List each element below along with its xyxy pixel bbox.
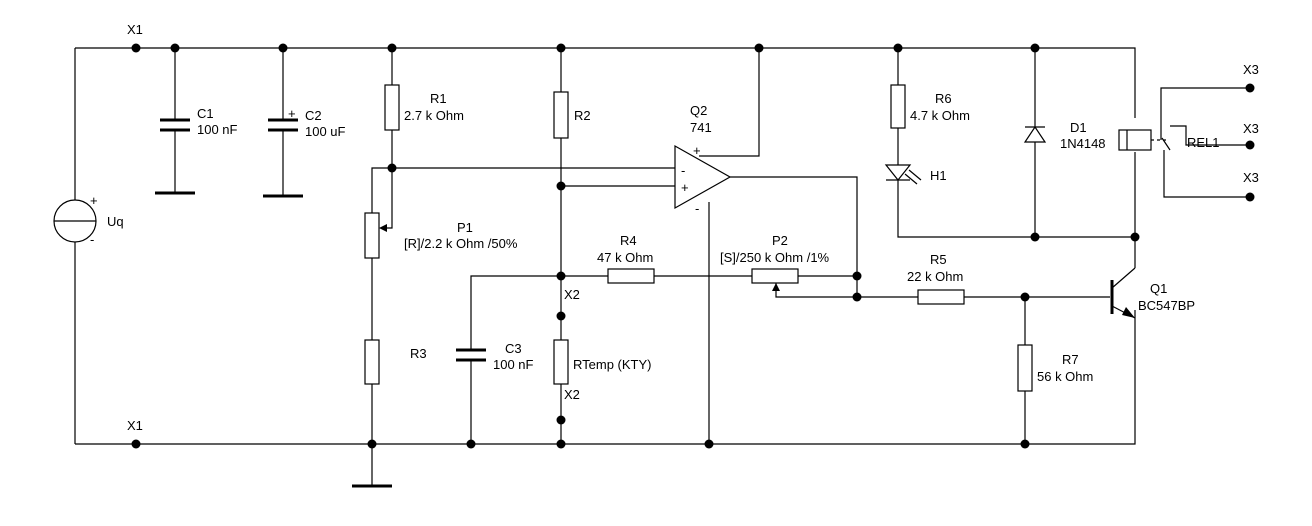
svg-text:RTemp (KTY): RTemp (KTY) <box>573 357 652 372</box>
svg-text:56 k Ohm: 56 k Ohm <box>1037 369 1093 384</box>
svg-text:R7: R7 <box>1062 352 1079 367</box>
svg-text:X2: X2 <box>564 387 580 402</box>
svg-text:-: - <box>695 201 699 216</box>
potentiometer-p1: P1 [R]/2.2 k Ohm /50% <box>364 212 518 259</box>
transistor-q1: Q1 BC547BP <box>1110 267 1195 319</box>
resistor-rtemp: RTemp (KTY) <box>553 339 652 385</box>
svg-text:100 nF: 100 nF <box>197 122 238 137</box>
svg-text:X1: X1 <box>127 22 143 37</box>
svg-text:741: 741 <box>690 120 712 135</box>
svg-text:47 k Ohm: 47 k Ohm <box>597 250 653 265</box>
svg-text:4.7 k Ohm: 4.7 k Ohm <box>910 108 970 123</box>
svg-text:R4: R4 <box>620 233 637 248</box>
junction-dots <box>131 43 1255 449</box>
svg-text:Q1: Q1 <box>1150 281 1167 296</box>
svg-text:2.7 k Ohm: 2.7 k Ohm <box>404 108 464 123</box>
svg-text:100 uF: 100 uF <box>305 124 346 139</box>
svg-text:C1: C1 <box>197 106 214 121</box>
resistor-r7: R7 56 k Ohm <box>1017 344 1093 392</box>
led-h1: H1 <box>884 164 947 185</box>
svg-text:R1: R1 <box>430 91 447 106</box>
svg-text:P1: P1 <box>457 220 473 235</box>
svg-text:-: - <box>90 232 94 247</box>
svg-text:+: + <box>693 143 701 158</box>
potentiometer-p2: P2 [S]/250 k Ohm /1% <box>720 233 830 291</box>
svg-text:X1: X1 <box>127 418 143 433</box>
svg-text:X3: X3 <box>1243 62 1259 77</box>
svg-text:R3: R3 <box>410 346 427 361</box>
svg-text:P2: P2 <box>772 233 788 248</box>
svg-text:R2: R2 <box>574 108 591 123</box>
resistor-r2: R2 <box>553 91 591 139</box>
svg-text:X3: X3 <box>1243 121 1259 136</box>
svg-text:D1: D1 <box>1070 120 1087 135</box>
svg-text:100 nF: 100 nF <box>493 357 534 372</box>
svg-text:[S]/250 k Ohm /1%: [S]/250 k Ohm /1% <box>720 250 830 265</box>
svg-text:R5: R5 <box>930 252 947 267</box>
svg-text:REL1: REL1 <box>1187 135 1220 150</box>
svg-text:X2: X2 <box>564 287 580 302</box>
capacitor-c1: C1 100 nF <box>160 106 238 137</box>
svg-text:22 k Ohm: 22 k Ohm <box>907 269 963 284</box>
opamp-q2: Q2 741 + - - + <box>674 103 732 216</box>
relay-rel1: REL1 <box>1118 129 1220 151</box>
resistor-r4: R4 47 k Ohm <box>597 233 655 284</box>
svg-text:+: + <box>681 180 689 195</box>
svg-text:[R]/2.2 k Ohm /50%: [R]/2.2 k Ohm /50% <box>404 236 518 251</box>
svg-text:C3: C3 <box>505 341 522 356</box>
resistor-r3: R3 <box>364 339 427 385</box>
resistor-r5: R5 22 k Ohm <box>907 252 965 305</box>
svg-text:BC547BP: BC547BP <box>1138 298 1195 313</box>
svg-text:R6: R6 <box>935 91 952 106</box>
svg-text:C2: C2 <box>305 108 322 123</box>
diode-d1: D1 1N4148 <box>1023 120 1106 151</box>
svg-text:1N4148: 1N4148 <box>1060 136 1106 151</box>
svg-text:X3: X3 <box>1243 170 1259 185</box>
svg-text:+: + <box>90 193 98 208</box>
svg-text:+: + <box>288 106 296 121</box>
ground-symbols <box>155 191 392 488</box>
svg-text:Uq: Uq <box>107 214 124 229</box>
svg-text:H1: H1 <box>930 168 947 183</box>
wires <box>74 47 1250 486</box>
voltage-source-uq: + - Uq <box>53 193 124 247</box>
capacitor-c3: C3 100 nF <box>456 341 534 372</box>
resistor-r1: R1 2.7 k Ohm <box>384 84 464 131</box>
svg-text:-: - <box>681 163 685 178</box>
svg-text:Q2: Q2 <box>690 103 707 118</box>
capacitor-c2: + C2 100 uF <box>268 106 346 139</box>
terminals: X1 X1 X2 X2 X3 X3 X3 <box>127 22 1259 433</box>
resistor-r6: R6 4.7 k Ohm <box>890 84 970 129</box>
